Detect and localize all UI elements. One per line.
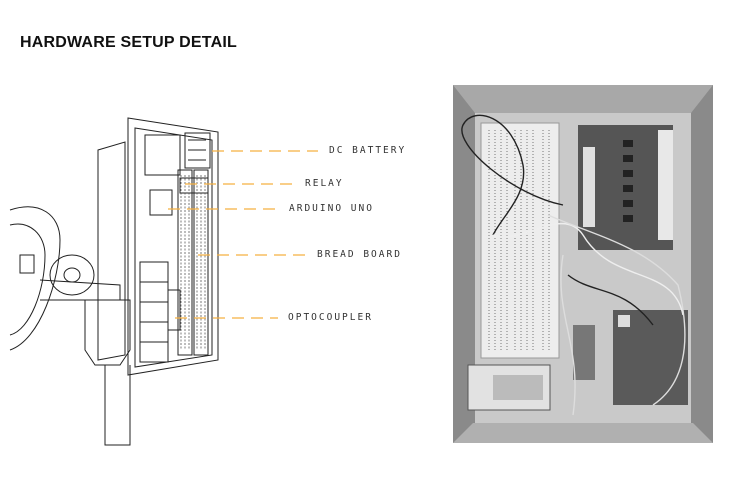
label-arduino-uno: ARDUINO UNO xyxy=(289,203,374,214)
label-optocoupler: OPTOCOUPLER xyxy=(288,312,373,323)
hardware-photo xyxy=(453,85,713,443)
hardware-line-drawing xyxy=(9,117,318,446)
label-bread-board: BREAD BOARD xyxy=(317,249,402,260)
label-dc-battery: DC BATTERY xyxy=(329,145,407,156)
page-title: HARDWARE SETUP DETAIL xyxy=(20,34,237,51)
label-relay: RELAY xyxy=(305,178,344,189)
callout-lines xyxy=(168,150,318,319)
